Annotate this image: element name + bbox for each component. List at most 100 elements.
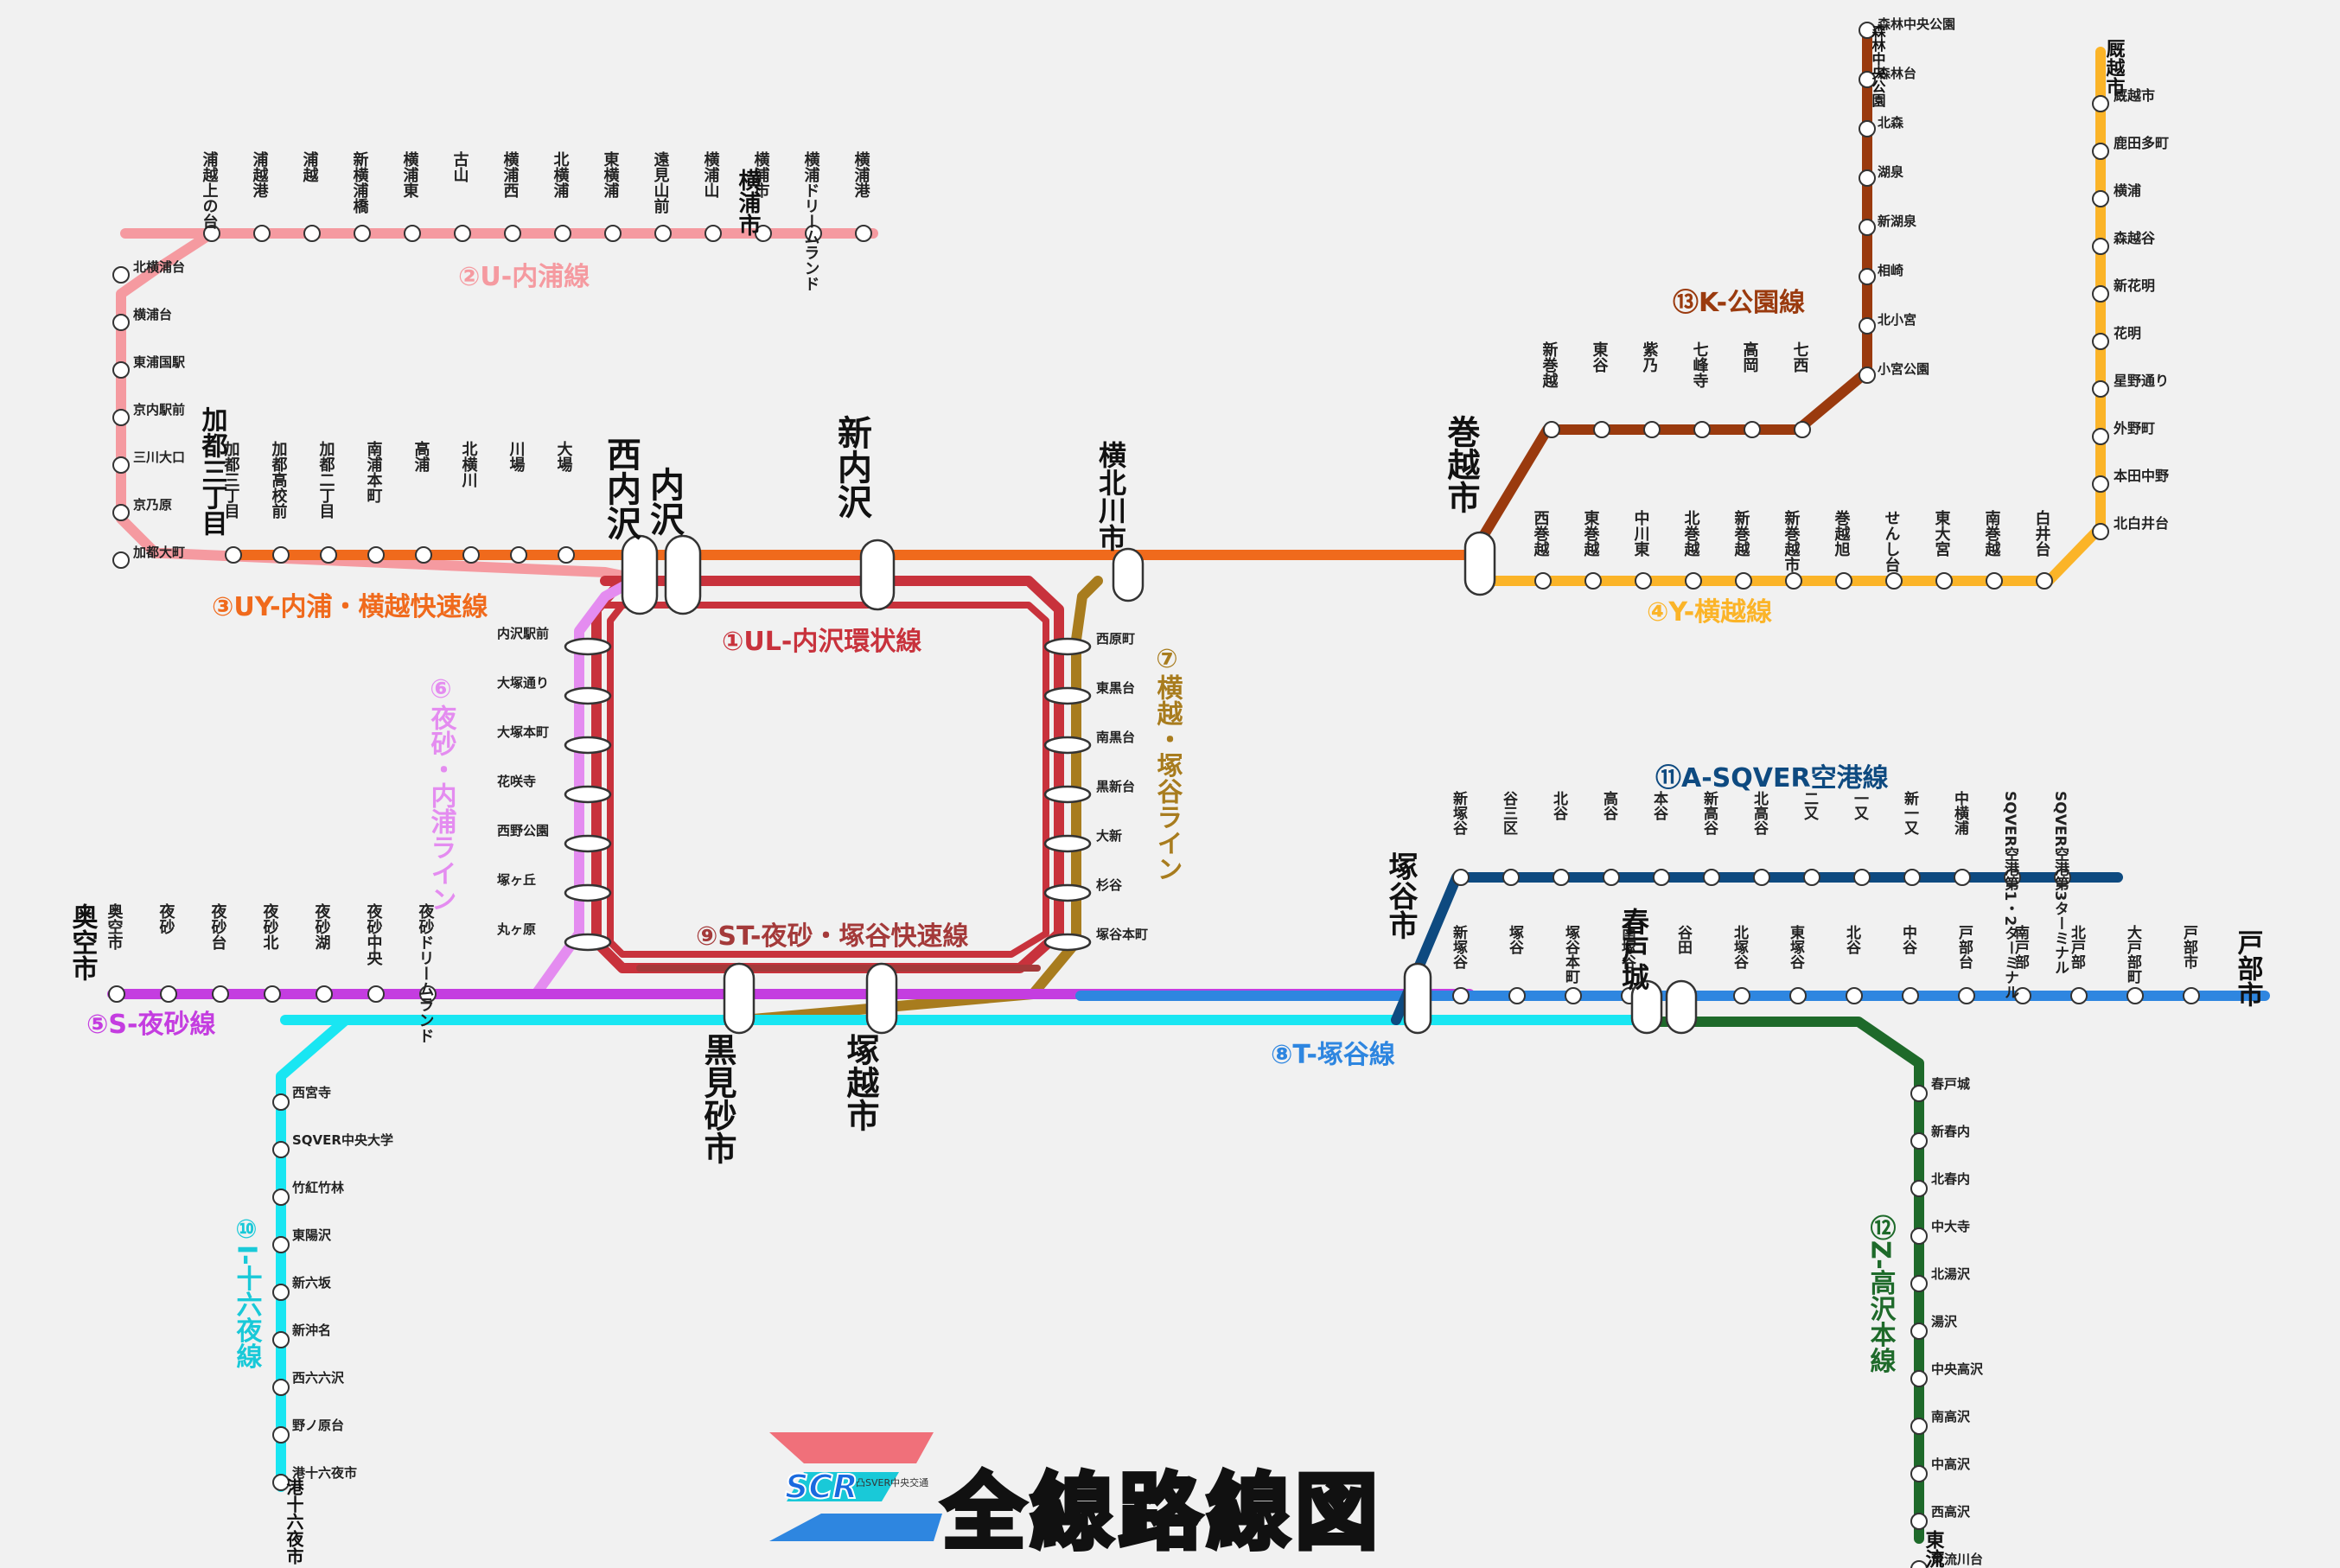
station-yt-5[interactable] [1043, 883, 1092, 902]
station-kh-2[interactable] [1693, 421, 1711, 438]
station-uy-2[interactable] [320, 546, 337, 564]
station-s-0[interactable] [108, 985, 125, 1003]
station-t-13[interactable] [2183, 987, 2200, 1004]
station-su-1[interactable] [564, 686, 612, 705]
station-a-3[interactable] [1603, 869, 1620, 886]
station-k-1[interactable] [1859, 71, 1876, 88]
station-yv-2[interactable] [2092, 428, 2109, 445]
station-i-2[interactable] [272, 1189, 290, 1206]
station-kh-1[interactable] [1744, 421, 1761, 438]
station-u-5[interactable] [454, 225, 471, 242]
station-y-4[interactable] [1735, 572, 1752, 590]
station-u-0[interactable] [203, 225, 220, 242]
station-u-13[interactable] [855, 225, 872, 242]
station-su-5[interactable] [564, 883, 612, 902]
station-u-3[interactable] [354, 225, 371, 242]
station-kh-0[interactable] [1794, 421, 1811, 438]
station-uleft-3[interactable] [112, 409, 130, 426]
station-z-6[interactable] [1910, 1370, 1928, 1387]
hub-station-5[interactable] [723, 962, 756, 1035]
station-i-8[interactable] [272, 1474, 290, 1491]
station-z-5[interactable] [1910, 1323, 1928, 1340]
station-t-1[interactable] [1508, 987, 1526, 1004]
station-z-2[interactable] [1910, 1180, 1928, 1197]
station-u-6[interactable] [504, 225, 521, 242]
station-y-8[interactable] [1935, 572, 1953, 590]
station-y-3[interactable] [1685, 572, 1702, 590]
station-yv-6[interactable] [2092, 238, 2109, 255]
station-t-6[interactable] [1789, 987, 1807, 1004]
station-uleft-4[interactable] [112, 456, 130, 474]
station-uy-7[interactable] [558, 546, 575, 564]
station-a-10[interactable] [1954, 869, 1971, 886]
station-uy-5[interactable] [462, 546, 480, 564]
station-yv-9[interactable] [2092, 95, 2109, 112]
station-k-5[interactable] [1859, 268, 1876, 285]
hub-station-9[interactable] [1665, 979, 1698, 1035]
hub-station-7[interactable] [1403, 962, 1432, 1035]
station-t-12[interactable] [2126, 987, 2144, 1004]
station-yv-4[interactable] [2092, 333, 2109, 350]
station-a-5[interactable] [1703, 869, 1720, 886]
station-yt-0[interactable] [1043, 637, 1092, 656]
station-t-2[interactable] [1565, 987, 1582, 1004]
station-uleft-2[interactable] [112, 361, 130, 379]
station-t-11[interactable] [2070, 987, 2088, 1004]
station-u-10[interactable] [705, 225, 722, 242]
station-a-1[interactable] [1502, 869, 1520, 886]
station-t-9[interactable] [1958, 987, 1975, 1004]
station-a-7[interactable] [1803, 869, 1820, 886]
station-k-7[interactable] [1859, 367, 1876, 384]
station-i-1[interactable] [272, 1141, 290, 1158]
station-a-9[interactable] [1903, 869, 1921, 886]
station-k-2[interactable] [1859, 120, 1876, 137]
station-kh-5[interactable] [1543, 421, 1560, 438]
station-uy-3[interactable] [367, 546, 385, 564]
station-s-6[interactable] [419, 985, 437, 1003]
station-kh-3[interactable] [1643, 421, 1661, 438]
station-yv-5[interactable] [2092, 285, 2109, 303]
station-su-6[interactable] [564, 933, 612, 952]
station-i-6[interactable] [272, 1379, 290, 1396]
hub-station-1[interactable] [664, 534, 702, 615]
station-su-2[interactable] [564, 736, 612, 755]
station-t-0[interactable] [1452, 987, 1470, 1004]
station-k-3[interactable] [1859, 169, 1876, 187]
station-t-7[interactable] [1846, 987, 1863, 1004]
station-z-10[interactable] [1910, 1560, 1928, 1568]
station-a-0[interactable] [1452, 869, 1470, 886]
station-su-0[interactable] [564, 637, 612, 656]
station-a-6[interactable] [1753, 869, 1770, 886]
station-uleft-1[interactable] [112, 314, 130, 331]
station-y-2[interactable] [1635, 572, 1652, 590]
station-uy-6[interactable] [510, 546, 527, 564]
station-a-8[interactable] [1853, 869, 1871, 886]
station-uy-4[interactable] [415, 546, 432, 564]
station-y-10[interactable] [2036, 572, 2053, 590]
station-uy-1[interactable] [272, 546, 290, 564]
station-z-0[interactable] [1910, 1085, 1928, 1102]
station-k-0[interactable] [1859, 22, 1876, 39]
station-y-1[interactable] [1584, 572, 1602, 590]
station-z-1[interactable] [1910, 1132, 1928, 1150]
station-y-6[interactable] [1835, 572, 1852, 590]
station-yv-1[interactable] [2092, 475, 2109, 493]
station-z-7[interactable] [1910, 1418, 1928, 1435]
station-a-12[interactable] [2054, 869, 2071, 886]
station-k-4[interactable] [1859, 219, 1876, 236]
station-i-7[interactable] [272, 1426, 290, 1444]
station-s-3[interactable] [264, 985, 281, 1003]
station-kh-4[interactable] [1593, 421, 1610, 438]
station-yv-0[interactable] [2092, 523, 2109, 540]
station-u-11[interactable] [755, 225, 772, 242]
station-yt-3[interactable] [1043, 785, 1092, 804]
station-y-5[interactable] [1785, 572, 1802, 590]
station-uleft-6[interactable] [112, 551, 130, 569]
station-a-11[interactable] [2004, 869, 2021, 886]
station-yt-4[interactable] [1043, 834, 1092, 853]
hub-station-6[interactable] [865, 962, 898, 1035]
station-yt-1[interactable] [1043, 686, 1092, 705]
station-k-6[interactable] [1859, 317, 1876, 335]
hub-station-0[interactable] [621, 534, 659, 615]
station-yv-3[interactable] [2092, 380, 2109, 398]
